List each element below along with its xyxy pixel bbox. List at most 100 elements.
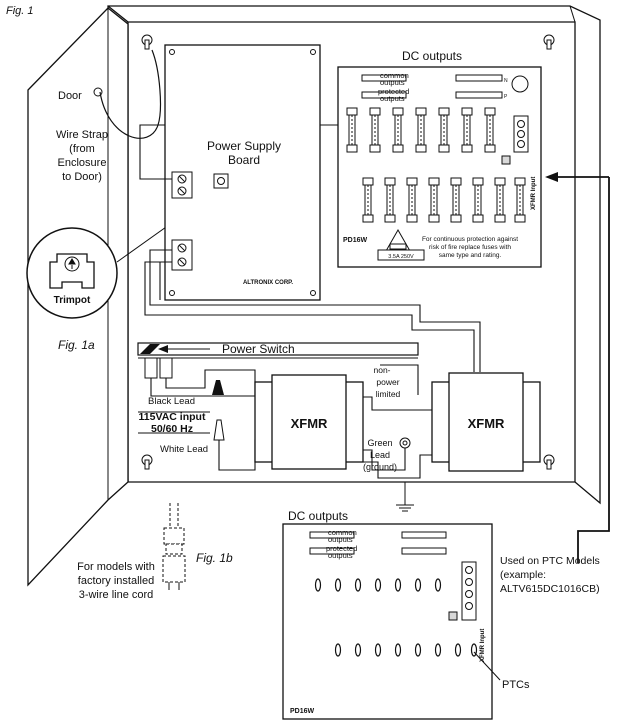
ptc-icon (334, 578, 342, 592)
ac-input-label-2: 50/60 Hz (151, 423, 193, 435)
transformer-2 (431, 372, 541, 472)
white-lead-label: White Lead (160, 444, 208, 455)
common-outputs-2: outputs (380, 78, 405, 87)
line-cord-icon (162, 503, 186, 590)
protected-outputs-2: outputs (380, 94, 405, 103)
protected-outputs-1: protected (378, 87, 409, 96)
green-lead-label-1: Green (367, 438, 392, 448)
ptc-icon (394, 643, 402, 657)
fuse-icon (484, 107, 496, 153)
ptc-icon (434, 578, 442, 592)
power-switch-label: Power Switch (222, 342, 295, 356)
fuse-icon (461, 107, 473, 153)
non-power-label-1: non- (373, 365, 390, 375)
bottom-common-outputs-2: outputs (328, 535, 353, 544)
fuse-icon (514, 177, 526, 223)
xfmr-1-label: XFMR (291, 416, 328, 431)
fuse-icon (406, 177, 418, 223)
ptc-icon (354, 578, 362, 592)
fuse-icon (384, 177, 396, 223)
terminal-n-label: N (504, 78, 508, 84)
led-indicator-icon (511, 75, 529, 93)
bottom-protected-outputs-2: outputs (328, 551, 353, 560)
power-supply-title-2: Board (228, 153, 260, 167)
ptc-icon (374, 578, 382, 592)
power-supply-board (164, 44, 321, 301)
wire-strap-line-4: to Door) (62, 171, 102, 183)
fuse-note-1: For continuous protection against (422, 236, 518, 243)
trimpot-label: Trimpot (54, 295, 91, 306)
common-outputs-1: common (380, 71, 409, 80)
pd16w-bottom-label: PD16W (290, 708, 315, 715)
bottom-protected-outputs-1: protected (326, 544, 357, 553)
dc-outputs-top-title: DC outputs (402, 49, 462, 63)
ground-symbol-icon (396, 482, 414, 512)
line-cord-note-2: factory installed (78, 575, 154, 587)
ptc-note-1: Used on PTC Models (500, 555, 600, 567)
dc-outputs-board-bottom (282, 523, 493, 720)
keyhole-icon (543, 454, 555, 470)
green-lead-label-2: Lead (370, 450, 390, 460)
ptc-note-3: ALTV615DC1016CB) (500, 583, 600, 595)
pd16w-top-label: PD16W (343, 237, 368, 244)
fuse-icon (428, 177, 440, 223)
fuse-note-3: same type and rating. (439, 252, 502, 259)
fuse-icon (472, 177, 484, 223)
ptc-icon (454, 643, 462, 657)
ptc-note-2: (example: (500, 569, 546, 581)
ptc-icon (434, 643, 442, 657)
green-lead-label-3: (ground) (363, 462, 397, 472)
fuse-row-top (346, 107, 496, 153)
wire-strap-line-2: (from (69, 143, 95, 155)
ptc-icon (414, 578, 422, 592)
line-cord-note-1: For models with (77, 561, 155, 573)
xfmr-2-label: XFMR (468, 416, 505, 431)
ptcs-label: PTCs (502, 679, 530, 691)
dc-outputs-board-top (337, 66, 542, 268)
xfmr-input-bottom-label: XFMR Input (480, 629, 486, 662)
fuse-note-2: risk of fire replace fuses with (429, 244, 511, 251)
non-power-label-2: power (376, 377, 399, 387)
wire-strap-line-3: Enclosure (58, 157, 107, 169)
terminal-p-label: P (504, 94, 508, 100)
ptc-icon (334, 643, 342, 657)
keyhole-icon (543, 34, 555, 50)
non-power-label-3: limited (376, 389, 401, 399)
keyhole-icon (141, 34, 153, 50)
trimpot-detail: Trimpot (26, 227, 118, 319)
ptc-connection-arrow (545, 172, 610, 563)
ptc-icon (314, 578, 322, 592)
fuse-rating-label: 3.5A 250V (388, 254, 414, 260)
fuse-icon (392, 107, 404, 153)
ptc-icon (354, 643, 362, 657)
wire-strap-line-1: Wire Strap (56, 129, 108, 141)
keyhole-icon (141, 454, 153, 470)
white-lead-connector-icon (213, 419, 225, 441)
bottom-common-outputs-1: common (328, 528, 357, 537)
door-label: Door (58, 90, 82, 102)
fuse-icon (362, 177, 374, 223)
fuse-icon (415, 107, 427, 153)
ptc-icon (394, 578, 402, 592)
ptc-row-top (314, 578, 442, 592)
ptc-icon (414, 643, 422, 657)
ac-input-label-1: 115VAC input (139, 411, 206, 423)
line-cord-note-3: 3-wire line cord (79, 589, 154, 601)
ac-wiring (138, 357, 262, 471)
power-switch-bar (137, 342, 419, 359)
power-supply-maker: ALTRONIX CORP. (243, 280, 293, 286)
power-switch-icon (140, 344, 160, 354)
power-supply-title-1: Power Supply (207, 139, 281, 153)
transformer-wiring (363, 364, 432, 479)
fuse-icon (450, 177, 462, 223)
fuse-icon (494, 177, 506, 223)
fuse-row-bottom (362, 177, 526, 223)
xfmr-input-top-label: XFMR Input (531, 177, 537, 210)
fuse-icon (438, 107, 450, 153)
black-lead-label: Black Lead (148, 396, 195, 407)
dc-wiring (139, 124, 481, 372)
black-lead-connector-icon (212, 380, 224, 395)
board-trimpot-icon (217, 177, 225, 185)
fig-1a-label: Fig. 1a (58, 338, 95, 352)
dc-outputs-bottom-title: DC outputs (288, 509, 348, 523)
